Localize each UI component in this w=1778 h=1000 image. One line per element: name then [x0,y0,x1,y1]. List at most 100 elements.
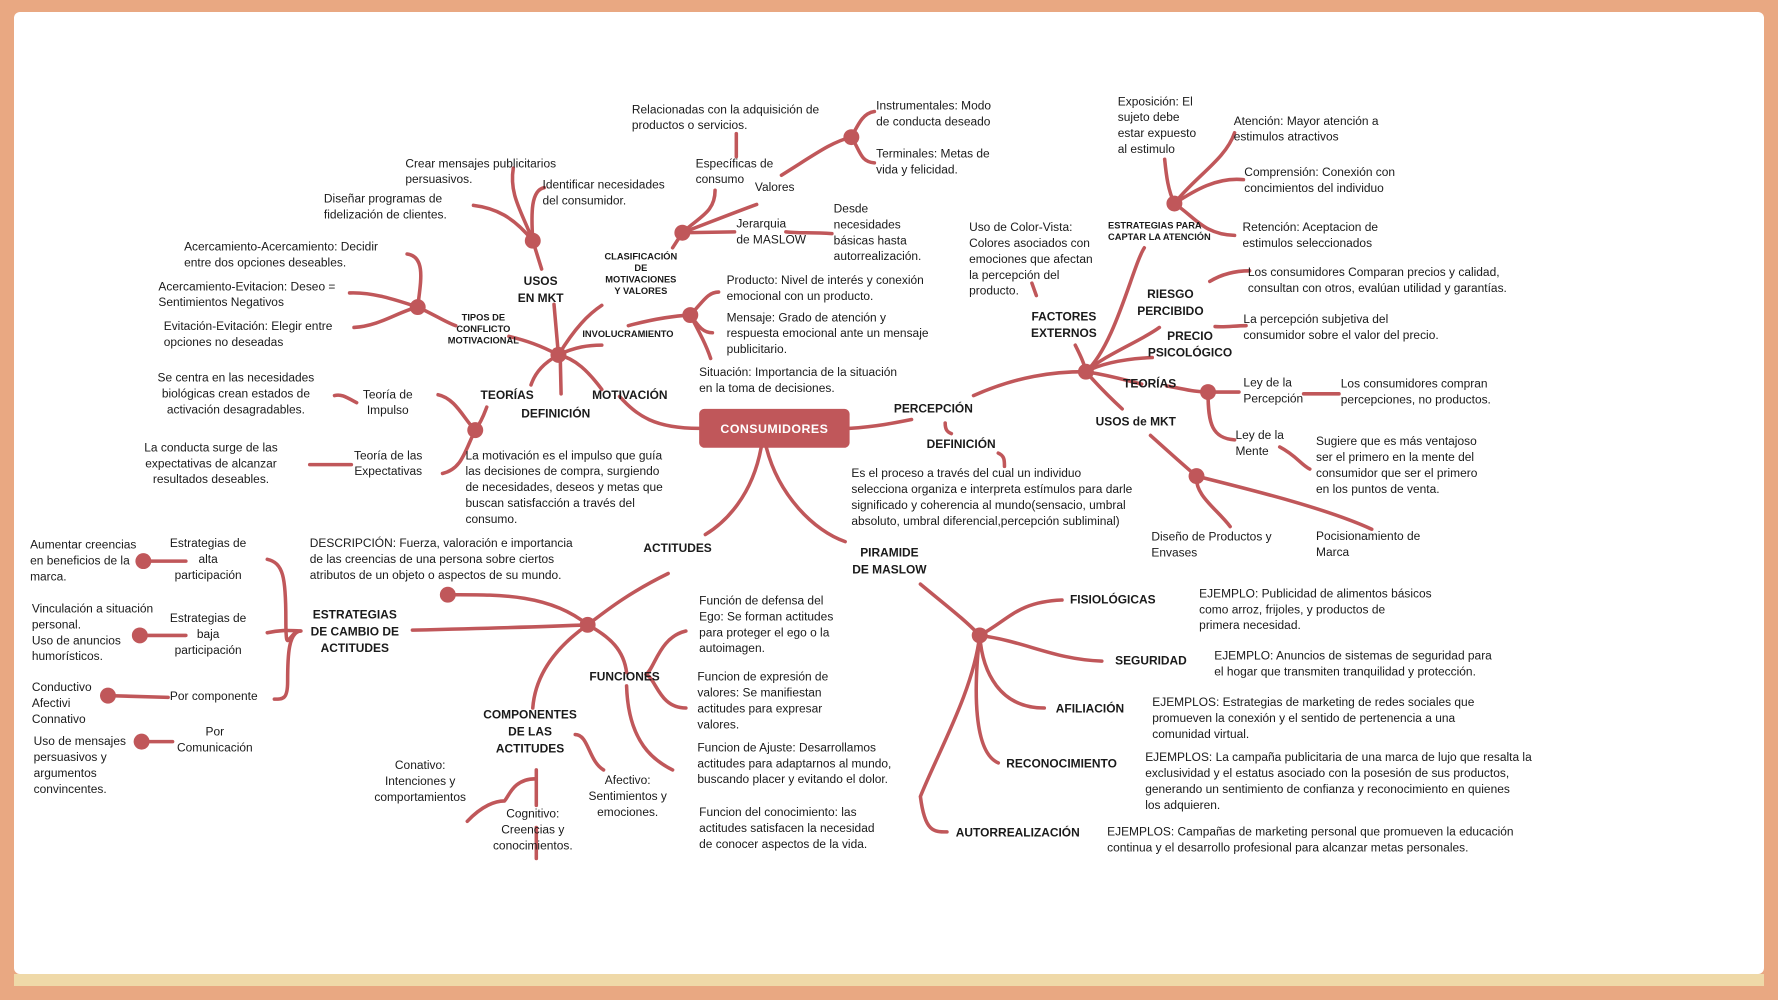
ley-desc: Sugiere que es más ventajoso ser el prim… [1315,434,1478,496]
central-node[interactable]: CONSUMIDORES [699,408,850,448]
connector [471,203,535,243]
usos-item: Identificar necesidades del consumidor. [542,177,665,208]
motivacion-definicion-label: DEFINICIÓN [521,407,591,421]
node-dot [971,627,988,644]
actitudes-label[interactable]: ACTITUDES [643,541,712,555]
connector [1194,474,1374,531]
connector [510,166,535,243]
jerarquia-maslow-desc: Desde necesidades básicas hasta autorrea… [833,201,922,263]
involucramiento-label: INVOLUCRAMIENTO [582,329,674,340]
percepcion-label[interactable]: PERCEPCIÓN [893,401,973,416]
motivacion-definicion-text: La motivación es el impulso que guía las… [465,448,663,526]
node-dot [135,553,152,570]
connector [1208,269,1252,284]
maslow-level: FISIOLÓGICAS [1069,592,1156,607]
connector [644,629,688,677]
node-dot [843,129,860,146]
ley-name: Ley de la Mente [1235,428,1284,458]
connector [410,623,590,632]
teoria-name: Teoría de Impulso [362,387,413,417]
connector [918,633,982,834]
involucramiento-item: Producto: Nivel de interés y conexión em… [726,273,924,303]
connector [585,571,670,627]
involucramiento-item: Situación: Importancia de la situación e… [699,365,898,395]
connector [847,417,914,431]
connector [996,451,1007,469]
motivacion-teorias-label: TEORÍAS [480,388,534,402]
precio-psicologico-label: PRECIO PSICOLÓGICO [1147,329,1233,360]
conflicto-item: Acercamiento-Acercamiento: Decidir entre… [184,239,378,270]
maslow-level: RECONOCIMIENTO [1006,756,1117,770]
valores-item: Terminales: Metas de vida y felicidad. [876,146,990,177]
estrategia-desc: Vinculación a situación personal. Uso de… [31,601,154,663]
maslow-example: EJEMPLO: Anuncios de sistemas de segurid… [1214,648,1492,678]
node-dot [1188,468,1205,485]
connector [556,353,604,392]
atencion-item: Atención: Mayor atención a estimulos atr… [1233,114,1379,144]
node-dot [1166,195,1183,212]
node-dot [1077,363,1094,380]
connector [974,633,1001,765]
componente-item: Conativo: Intenciones y comportamientos [374,758,466,804]
piramide-maslow-label[interactable]: PIRAMIDE DE MASLOW [852,546,927,577]
connector [556,303,604,357]
conflicto-item: Acercamiento-Evitacion: Deseo = Sentimie… [158,279,336,309]
estrategias-cambio-label: ESTRATEGIAS DE CAMBIO DE ACTITUDES [310,607,399,655]
node-dot [550,346,567,363]
maslow-level: AUTORREALIZACIÓN [955,825,1080,839]
factores-externos-desc: Uso de Color-Vista: Colores asociados co… [969,220,1093,298]
maslow-example: EJEMPLOS: La campaña publicitaria de una… [1145,750,1532,812]
funcion-item: Función de defensa del Ego: Se forman ac… [699,593,834,655]
ley-name: Ley de la Percepción [1243,376,1304,406]
clasificacion-label: CLASIFICACIÓN DE MOTIVACIONES Y VALORES [604,251,678,297]
connector [764,446,847,544]
jerarquia-maslow: Jerarquia de MASLOW [736,216,807,247]
componente-item: Cognitivo: Creencias y conocimientos. [492,807,573,853]
connector [918,582,982,638]
estrategia-name: Por Comunicación [177,724,253,755]
precio-psicologico-desc: La percepción subjetiva del consumidor s… [1243,312,1439,342]
motivacion-label[interactable]: MOTIVACIÓN [592,388,668,402]
factores-externos-label: FACTORES EXTERNOS [1031,309,1097,340]
funciones-label: FUNCIONES [589,669,660,684]
componentes-label: COMPONENTES DE LAS ACTITUDES [483,708,577,755]
estrategia-desc: Uso de mensajes persuasivos y argumentos… [33,734,126,796]
node-dot [409,299,426,316]
valores-item: Instrumentales: Modo de conducta deseado [876,99,992,129]
connector [1030,281,1039,298]
atencion-item: Comprensión: Conexión con concimientos d… [1244,165,1396,195]
percepcion-definicion-label: DEFINICIÓN [926,437,996,451]
canvas-card [14,12,1764,974]
connector [1213,323,1248,329]
node-dot [439,586,456,603]
percepcion-definicion-text: Es el proceso a través del cual un indiv… [851,466,1133,528]
maslow-example: EJEMPLOS: Estrategias de marketing de re… [1152,695,1475,741]
estrategias-atencion-label: ESTRATEGIAS PARA CAPTAR LA ATENCIÓN [1108,220,1211,243]
connector [1148,433,1199,478]
node-dot [682,307,699,324]
atencion-item: Retención: Aceptacion de estimulos selec… [1242,220,1379,250]
usos-item: Crear mensajes publicitarios persuasivos… [405,156,557,186]
node-dot [579,616,596,633]
riesgo-percibido-label: RIESGO PERCIBIDO [1137,287,1204,318]
percepcion-usos-label: USOS de MKT [1095,415,1176,429]
connector [680,230,737,235]
percepcion-usos-item: Pocisionamiento de Marca [1315,529,1421,559]
connector [1206,390,1237,442]
node-dot [133,733,150,750]
connector [703,446,763,537]
connector [446,592,590,627]
funcion-item: Funcion de Ajuste: Desarrollamos actitud… [697,740,892,786]
componente-item: Afectivo: Sentimientos y emociones. [588,773,667,819]
maslow-level: AFILIACIÓN [1055,701,1125,716]
node-dot [100,687,116,704]
connector [265,628,303,635]
atencion-item: Exposición: El sujeto debe estar expuest… [1117,94,1197,156]
estrategia-desc: Aumentar creencias en beneficios de la m… [30,538,137,584]
connector [106,693,170,700]
connector [624,684,675,772]
connector [405,252,423,309]
maslow-example: EJEMPLO: Publicidad de alimentos básicos… [1199,586,1432,632]
node-dot [1200,384,1216,401]
connector [573,732,606,772]
